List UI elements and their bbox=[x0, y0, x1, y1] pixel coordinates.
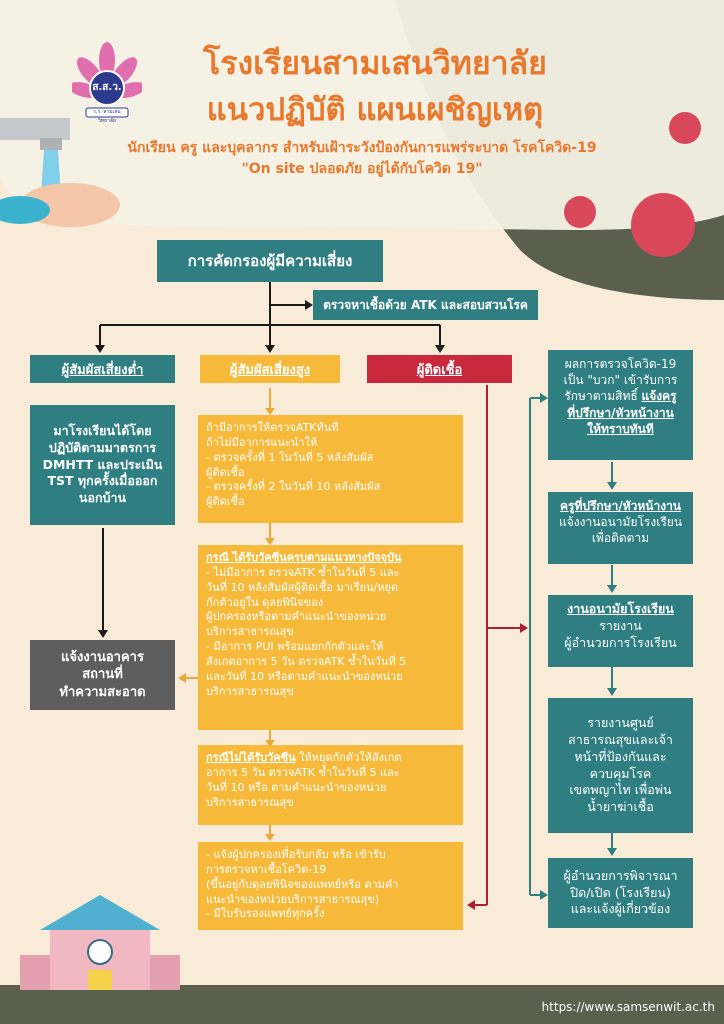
school-health-body: รายงาน ผู้อำนวยการโรงเรียน bbox=[564, 617, 677, 650]
screening-box: การคัดกรองผู้มีความเสี่ยง bbox=[157, 240, 383, 282]
vaccinated-case-box: กรณี ได้รับวัคซีนครบตามแนวทางปัจจุบัน - … bbox=[198, 545, 463, 730]
low-risk-label: ผู้สัมผัสเสี่ยงต่ำ bbox=[30, 355, 175, 383]
slogan-subtitle: "On site ปลอดภัย อยู่ได้กับโควิด 19" bbox=[241, 161, 483, 177]
high-risk-testing-box: ถ้ามีอาการให้ตรวจATKทันที ถ้าไม่มีอาการแ… bbox=[198, 415, 463, 523]
school-health-title: งานอนามัยโรงเรียน bbox=[567, 601, 674, 616]
handwash-illustration bbox=[0, 118, 120, 227]
school-building-illustration bbox=[20, 895, 180, 990]
atk-test-box: ตรวจหาเชื้อด้วย ATK และสอบสวนโรค bbox=[313, 290, 538, 320]
cleaning-notice-box: แจ้งงานอาคาร สถานที่ ทำความสะอาด bbox=[30, 640, 175, 710]
advisor-body: แจ้งงานอนามัยโรงเรียน เพื่อติดตาม bbox=[558, 515, 683, 546]
school-title: โรงเรียนสามเสนวิทยาลัย bbox=[203, 44, 547, 82]
website-url[interactable]: https://www.samsenwit.ac.th bbox=[541, 1000, 715, 1014]
logo-caption: ร.ร. สามเสนวิทยาลัย bbox=[93, 109, 121, 124]
positive-result-text: ผลการตรวจโควิด-19 เป็น "บวก" เข้ารับการ … bbox=[563, 357, 678, 404]
vaccinated-case-title: กรณี ได้รับวัคซีนครบตามแนวทางปัจจุบัน bbox=[206, 551, 402, 564]
low-risk-action-box: มาโรงเรียนได้โดย ปฏิบัติตามมาตรการ DMHTT… bbox=[30, 405, 175, 525]
audience-subtitle: นักเรียน ครู และบุคลากร สำหรับเฝ้าระวังป… bbox=[127, 140, 597, 156]
health-center-report-box: รายงานศูนย์ สาธารณสุขและเจ้า หน้าที่ป้อง… bbox=[548, 698, 693, 833]
virus-icons bbox=[564, 112, 701, 257]
notify-teacher-text: แจ้งครู ที่ปรึกษา/หัวหน้างาน ให้ทราบทันท… bbox=[567, 389, 677, 436]
logo-text: ส.ส.ว. bbox=[92, 82, 122, 93]
unvaccinated-case-body: ให้หยุดกักตัวให้สังเกต อาการ 5 วัน ตรวจA… bbox=[206, 751, 402, 809]
unvaccinated-case-box: กรณีไม่ได้รับวัคซีน ให้หยุดกักตัวให้สังเ… bbox=[198, 745, 463, 825]
vaccinated-case-body: - ไม่มีอาการ ตรวจATK ซ้ำในวันที่ 5 และ ว… bbox=[206, 565, 407, 698]
director-decision-box: ผู้อำนวยการพิจารณา ปิด/เปิด (โรงเรียน) แ… bbox=[548, 858, 693, 928]
infected-label: ผู้ติดเชื้อ bbox=[367, 355, 512, 383]
positive-result-box: ผลการตรวจโควิด-19 เป็น "บวก" เข้ารับการ … bbox=[548, 350, 693, 460]
advisor-notify-box: ครูที่ปรึกษา/หัวหน้างาน แจ้งงานอนามัยโรง… bbox=[548, 492, 693, 564]
plan-title: แนวปฏิบัติ แผนเผชิญเหตุ bbox=[206, 92, 544, 128]
advisor-title: ครูที่ปรึกษา/หัวหน้างาน bbox=[559, 499, 682, 513]
parent-notice-box: - แจ้งผู้ปกครองเพื่อรับกลับ หรือ เข้ารับ… bbox=[198, 842, 463, 930]
high-risk-label: ผู้สัมผัสเสี่ยงสูง bbox=[200, 355, 340, 383]
school-logo: ส.ส.ว. ร.ร. สามเสนวิทยาลัย bbox=[72, 40, 142, 124]
school-health-box: งานอนามัยโรงเรียน รายงาน ผู้อำนวยการโรงเ… bbox=[548, 595, 693, 667]
unvaccinated-case-title: กรณีไม่ได้รับวัคซีน bbox=[206, 751, 296, 764]
